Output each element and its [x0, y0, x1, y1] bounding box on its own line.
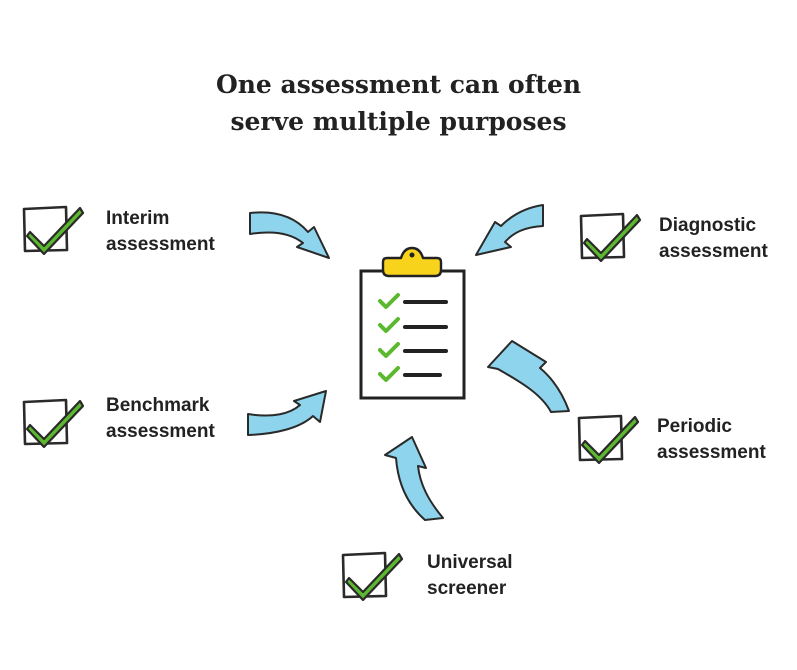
checkbox-icon-periodic: [577, 414, 640, 465]
label-periodic: Periodic assessment: [657, 414, 766, 466]
label-universal-line-1: Universal: [427, 552, 513, 573]
label-diagnostic-line-2: assessment: [659, 241, 768, 262]
label-interim-line-2: assessment: [106, 234, 215, 255]
arrow-icon-universal: [384, 436, 444, 521]
label-diagnostic-line-1: Diagnostic: [659, 215, 757, 236]
label-periodic-line-2: assessment: [657, 442, 766, 463]
arrow-icon-diagnostic: [475, 204, 544, 256]
label-benchmark-line-2: assessment: [106, 421, 215, 442]
label-diagnostic: Diagnostic assessment: [659, 213, 768, 265]
label-benchmark: Benchmark assessment: [106, 393, 215, 445]
checkbox-icon-universal: [341, 551, 404, 602]
clipboard-checklist-icon: [359, 246, 466, 400]
label-interim: Interim assessment: [106, 206, 215, 258]
checkbox-icon-interim: [22, 205, 85, 256]
title-line-1: One assessment can often: [215, 70, 582, 99]
checkbox-icon-benchmark: [22, 398, 85, 449]
checkbox-icon-diagnostic: [579, 212, 642, 263]
label-universal-line-2: screener: [427, 578, 507, 599]
label-interim-line-1: Interim: [106, 208, 170, 229]
label-periodic-line-1: Periodic: [657, 416, 732, 437]
page-title: One assessment can often serve multiple …: [0, 66, 797, 140]
title-line-2: serve multiple purposes: [230, 107, 567, 136]
arrow-icon-periodic: [487, 340, 570, 413]
label-benchmark-line-1: Benchmark: [106, 395, 210, 416]
label-universal: Universal screener: [427, 550, 513, 602]
arrow-icon-interim: [249, 211, 330, 259]
arrow-icon-benchmark: [247, 390, 327, 436]
